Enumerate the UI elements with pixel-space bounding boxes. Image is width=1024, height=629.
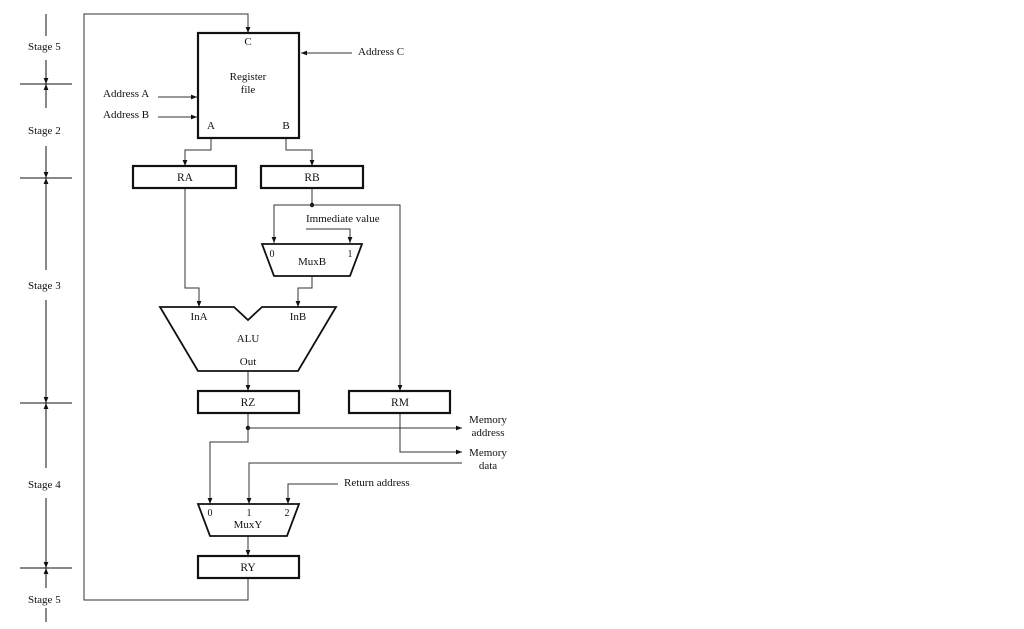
- rm-label: RM: [391, 397, 409, 409]
- stage-4-label: Stage 4: [28, 479, 61, 491]
- muxy-label: MuxY: [234, 519, 263, 531]
- stage-3-label: Stage 3: [28, 280, 61, 292]
- register-file-box: [196, 31, 301, 140]
- memory-address-label-line1: Memory: [469, 414, 507, 426]
- immediate-value-label: Immediate value: [306, 213, 380, 225]
- stage-5-top-label: Stage 5: [28, 41, 61, 53]
- return-address-wire: [285, 483, 338, 504]
- stage-2-label: Stage 2: [28, 125, 61, 137]
- memory-data-wire: [399, 414, 462, 455]
- ra-register: [131, 164, 238, 190]
- muxb-shape: [260, 243, 364, 277]
- rb-to-muxb-wire: [271, 204, 312, 243]
- alu-label: ALU: [237, 333, 260, 345]
- alu-output-label: Out: [240, 356, 257, 368]
- ry-register: [196, 554, 301, 580]
- immediate-wire: [306, 228, 353, 243]
- muxb-input-1: 1: [348, 249, 353, 260]
- port-a-to-ra-wire: [182, 138, 212, 166]
- rb-to-rm-wire: [312, 204, 403, 391]
- return-address-label: Return address: [344, 477, 410, 489]
- muxy-input-1: 1: [247, 508, 252, 519]
- ra-to-alu-wire: [184, 189, 202, 307]
- port-b-to-rb-wire: [285, 138, 315, 166]
- address-c-label: Address C: [358, 46, 404, 58]
- muxy-shape: [196, 503, 301, 537]
- memory-address-label-line2: address: [472, 427, 505, 439]
- address-b-label: Address B: [103, 109, 149, 121]
- memory-to-muxy-wire: [246, 462, 462, 504]
- rm-register: [347, 389, 452, 415]
- muxb-input-0: 0: [270, 249, 275, 260]
- alu-input-a-label: InA: [190, 311, 207, 323]
- ra-label: RA: [177, 172, 194, 184]
- muxb-to-alu-wire: [295, 276, 313, 307]
- memory-data-label-line1: Memory: [469, 447, 507, 459]
- address-a-label: Address A: [103, 88, 149, 100]
- writeback-wire: [83, 13, 251, 601]
- register-file: C Register file A B: [196, 31, 301, 140]
- alu: InA InB ALU Out: [158, 306, 338, 372]
- alu-shape: [158, 306, 338, 372]
- alu-input-b-label: InB: [290, 311, 307, 323]
- muxy-input-0: 0: [208, 508, 213, 519]
- register-file-port-c: C: [244, 36, 251, 48]
- rz-register: [196, 389, 301, 415]
- rb-register: [259, 164, 365, 190]
- muxb-label: MuxB: [298, 256, 326, 268]
- memory-data-label-line2: data: [479, 460, 497, 472]
- muxy: 0 1 2 MuxY: [196, 503, 301, 537]
- muxb: MuxB 0 1: [260, 243, 364, 277]
- rz-to-muxy-wire: [207, 428, 249, 504]
- muxy-input-2: 2: [285, 508, 290, 519]
- rb-label: RB: [304, 172, 320, 184]
- stage-ruler: Stage 5 Stage 2 Stage 3 Stage 4 Stage 5: [20, 14, 72, 622]
- register-file-title-line1: Register: [230, 71, 267, 83]
- register-file-port-a: A: [207, 120, 215, 132]
- stage-5-bottom-label: Stage 5: [28, 594, 61, 606]
- rz-label: RZ: [241, 397, 256, 409]
- register-file-title-line2: file: [241, 84, 256, 96]
- register-file-port-b: B: [282, 120, 289, 132]
- ry-label: RY: [240, 562, 256, 574]
- wires: [83, 13, 462, 601]
